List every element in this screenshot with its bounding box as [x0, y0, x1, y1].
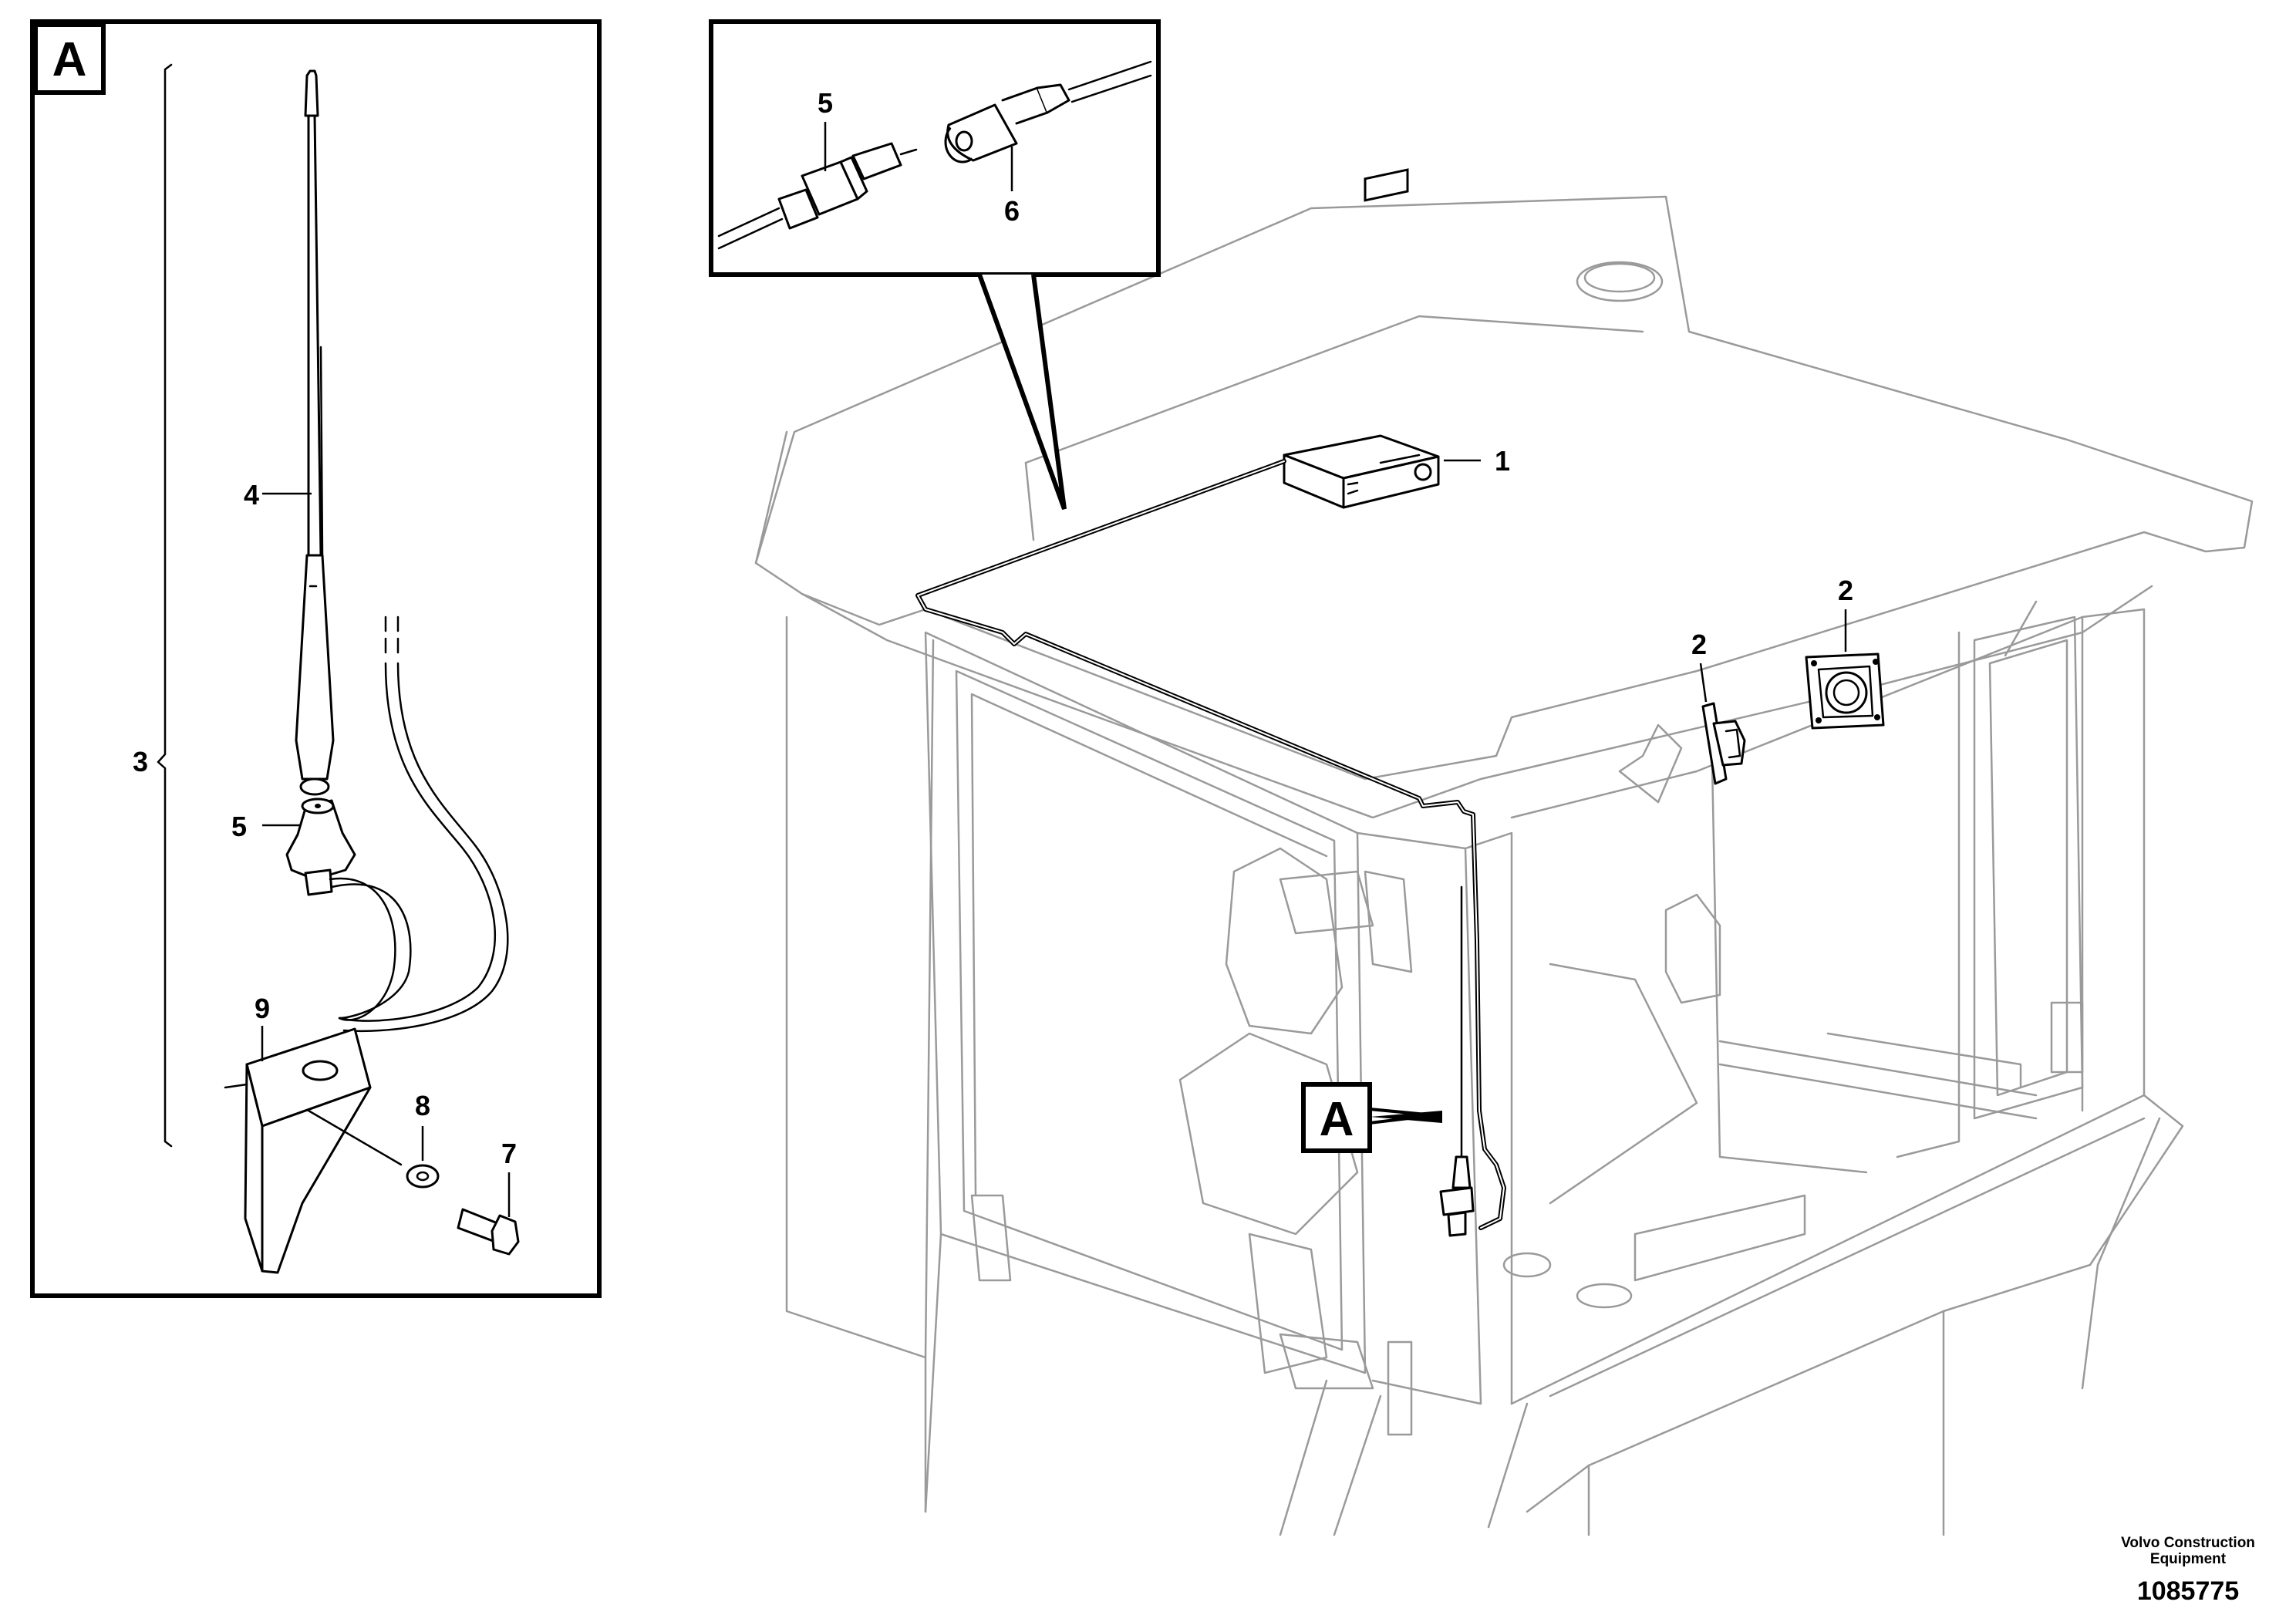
company-line-1: Volvo Construction [2121, 1535, 2255, 1551]
callout-8-label: 8 [415, 1090, 430, 1121]
callout-5-detail-label: 5 [231, 811, 247, 842]
callout-3-label: 3 [133, 746, 148, 777]
callout-2-side: 2 [1691, 629, 1708, 703]
callout-5-inset-label: 5 [818, 87, 833, 119]
callout-9-label: 9 [255, 993, 270, 1024]
callout-7-label: 7 [501, 1138, 517, 1169]
callout-2-rear-label: 2 [1838, 575, 1853, 606]
wiring-harness [915, 459, 1506, 1230]
speaker-side [1701, 702, 1746, 785]
inset-connector-detail: 5 6 [709, 19, 1161, 511]
footer-block: Volvo Construction Equipment 1085775 [2103, 1535, 2273, 1607]
callout-2-side-label: 2 [1691, 629, 1707, 660]
document-number: 1085775 [2136, 1576, 2240, 1606]
callout-2-rear: 2 [1838, 575, 1853, 652]
callout-4-label: 4 [244, 479, 259, 511]
callout-6-label: 6 [1004, 195, 1020, 227]
detail-a-letter: A [52, 33, 87, 86]
cab-outline [754, 195, 2254, 1536]
company-line-2: Equipment [2149, 1551, 2227, 1567]
antenna-on-cab [1439, 885, 1475, 1237]
callout-1: 1 [1444, 445, 1510, 477]
radio-unit [1283, 168, 1440, 509]
view-marker-a-letter: A [1320, 1093, 1354, 1146]
view-marker-a: A [1301, 1082, 1442, 1153]
detail-a-panel: A 3 4 5 9 [30, 19, 602, 1298]
callout-1-label: 1 [1495, 445, 1510, 477]
speaker-rear [1805, 653, 1885, 730]
